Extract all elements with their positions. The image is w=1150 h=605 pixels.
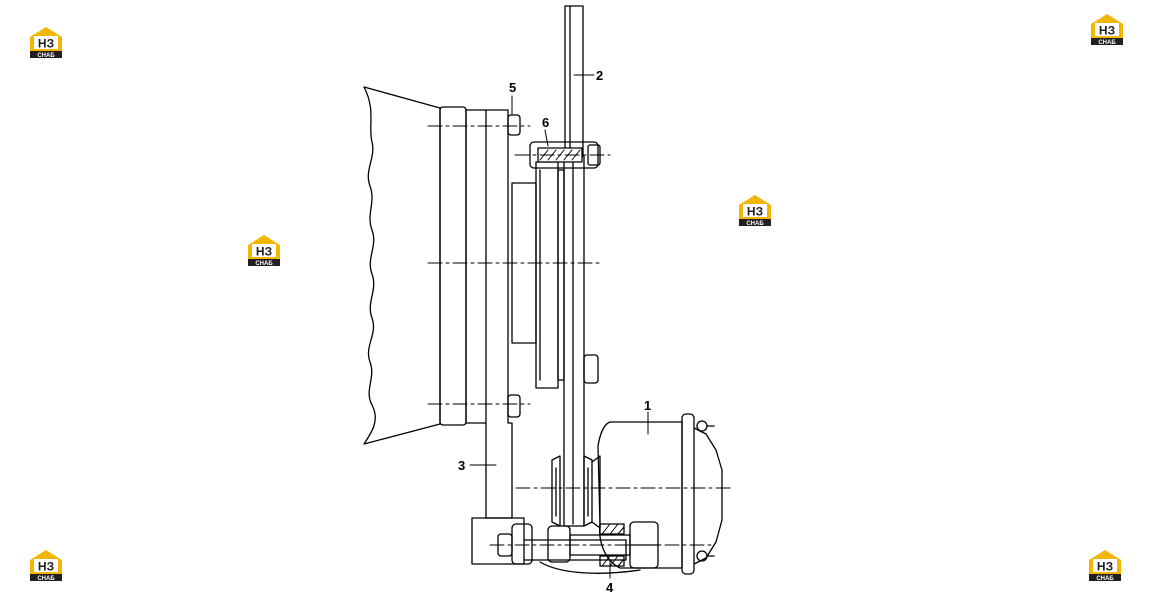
- watermark-logo: НЗ СНАБ: [1087, 548, 1123, 582]
- logo-graphic: НЗ СНАБ: [30, 550, 62, 582]
- alternator-rear-cover: [693, 427, 723, 565]
- logo-band: [1089, 574, 1121, 581]
- logo-letters: НЗ: [1099, 24, 1115, 38]
- watermark-logo: НЗ СНАБ: [28, 25, 64, 59]
- logo-letters: НЗ: [38, 37, 54, 51]
- logo-inner: [34, 36, 58, 49]
- logo-graphic: НЗ СНАБ: [30, 27, 62, 59]
- callout-1: 1: [644, 398, 652, 413]
- logo-graphic: НЗ СНАБ: [1089, 550, 1121, 582]
- logo-band: [30, 574, 62, 581]
- terminal-top: [696, 420, 708, 432]
- alternator-body: [597, 421, 683, 569]
- callout-4: 4: [606, 580, 614, 595]
- logo-band: [739, 219, 771, 226]
- logo-inner: [1095, 23, 1119, 36]
- logo-subtitle: СНАБ: [37, 53, 55, 59]
- logo-band: [30, 51, 62, 58]
- bolt-upper: [507, 114, 521, 136]
- leader-6: [544, 129, 549, 147]
- logo-band: [248, 259, 280, 266]
- logo-letters: НЗ: [38, 560, 54, 574]
- bushing-hatch: [601, 523, 625, 567]
- callout-2: 2: [596, 68, 604, 83]
- watermark-logo: НЗ СНАБ: [246, 233, 282, 267]
- bolt-4-nut: [511, 523, 533, 565]
- bolt-lower: [507, 394, 521, 418]
- logo-letters: НЗ: [1097, 560, 1113, 574]
- logo-graphic: НЗ СНАБ: [739, 195, 771, 227]
- logo-subtitle: СНАБ: [37, 576, 55, 582]
- logo-band: [1091, 38, 1123, 45]
- callout-3: 3: [458, 458, 466, 473]
- hub-nut: [583, 354, 599, 384]
- logo-inner: [252, 244, 276, 257]
- logo-inner: [743, 204, 767, 217]
- base-arm: [523, 539, 627, 561]
- logo-graphic: НЗ СНАБ: [1091, 14, 1123, 46]
- watermark-logo: НЗ СНАБ: [1089, 12, 1125, 46]
- logo-graphic: НЗ СНАБ: [248, 235, 280, 267]
- logo-letters: НЗ: [747, 205, 763, 219]
- belt-upper: [564, 5, 584, 157]
- logo-subtitle: СНАБ: [746, 221, 764, 227]
- bolt-4-washer: [547, 525, 571, 563]
- centerlines: [427, 125, 731, 546]
- callout-5: 5: [509, 80, 517, 95]
- flange-plate: [439, 106, 467, 426]
- pulley-rim: [557, 169, 565, 381]
- logo-inner: [1093, 559, 1117, 572]
- logo-letters: НЗ: [256, 245, 272, 259]
- logo-subtitle: СНАБ: [1098, 40, 1116, 46]
- pulley-disc: [535, 161, 559, 389]
- logo-subtitle: СНАБ: [255, 261, 273, 267]
- alternator-pulley: [551, 455, 601, 529]
- bolt-4-bushing-bottom: [599, 555, 625, 567]
- logo-inner: [34, 559, 58, 572]
- base-bracket: [471, 517, 525, 565]
- watermark-logo: НЗ СНАБ: [28, 548, 64, 582]
- callout-6: 6: [542, 115, 550, 130]
- engine-block-outline: [363, 86, 441, 445]
- leader-lines: [469, 74, 649, 579]
- alternator-end-cap: [681, 413, 695, 575]
- logo-subtitle: СНАБ: [1096, 576, 1114, 582]
- base-curve: [539, 561, 641, 574]
- bolt-4-bushing-top: [599, 523, 625, 535]
- belt-lower: [563, 155, 585, 527]
- watermark-logo: НЗ СНАБ: [737, 193, 773, 227]
- bracket-plate: [465, 109, 513, 519]
